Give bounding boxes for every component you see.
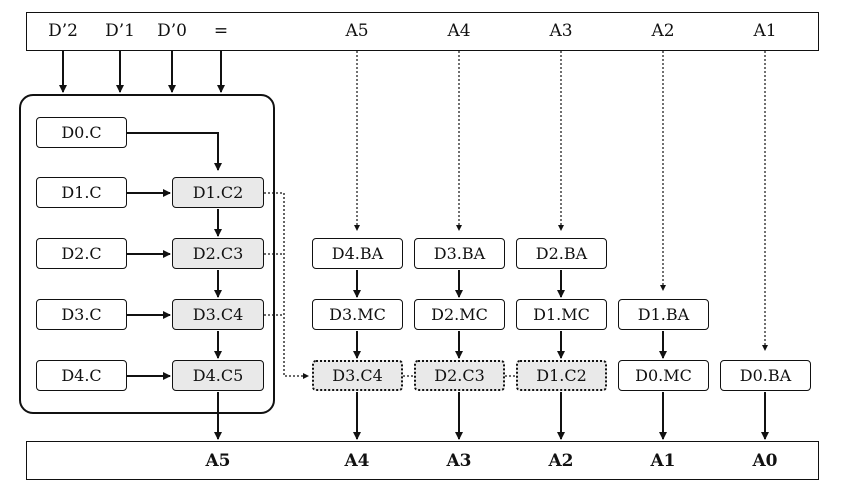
node-d4c: D4.C bbox=[36, 360, 127, 391]
node-out-d2c3: D2.C3 bbox=[414, 360, 505, 391]
top-label-d1: D’1 bbox=[105, 21, 135, 41]
node-d1c: D1.C bbox=[36, 177, 127, 208]
output-bar bbox=[26, 441, 819, 480]
node-d3c: D3.C bbox=[36, 299, 127, 330]
node-d2ba: D2.BA bbox=[516, 238, 607, 269]
node-d0mc: D0.MC bbox=[618, 360, 709, 391]
node-d0c: D0.C bbox=[36, 117, 127, 148]
carry-group bbox=[19, 94, 275, 414]
top-label-a5: A5 bbox=[345, 21, 369, 41]
top-label-a3: A3 bbox=[549, 21, 573, 41]
node-d4c5: D4.C5 bbox=[172, 360, 264, 391]
node-d4ba: D4.BA bbox=[312, 238, 403, 269]
bottom-label-a2: A2 bbox=[548, 451, 574, 471]
top-label-d2: D’2 bbox=[48, 21, 78, 41]
input-bar bbox=[26, 12, 819, 51]
node-d2mc: D2.MC bbox=[414, 299, 505, 330]
bottom-label-a1: A1 bbox=[650, 451, 676, 471]
top-label-d0: D’0 bbox=[157, 21, 187, 41]
node-d3mc: D3.MC bbox=[312, 299, 403, 330]
bottom-label-a4: A4 bbox=[344, 451, 370, 471]
node-d3c4: D3.C4 bbox=[172, 299, 264, 330]
node-out-d1c2: D1.C2 bbox=[516, 360, 607, 391]
node-d1mc: D1.MC bbox=[516, 299, 607, 330]
node-out-d3c4: D3.C4 bbox=[312, 360, 403, 391]
top-label-a4: A4 bbox=[447, 21, 471, 41]
top-label-eq: = bbox=[213, 21, 229, 41]
node-d2c: D2.C bbox=[36, 238, 127, 269]
node-d3ba: D3.BA bbox=[414, 238, 505, 269]
node-d2c3: D2.C3 bbox=[172, 238, 264, 269]
node-d1ba: D1.BA bbox=[618, 299, 709, 330]
node-d1c2: D1.C2 bbox=[172, 177, 264, 208]
top-label-a1: A1 bbox=[753, 21, 777, 41]
bottom-label-a3: A3 bbox=[446, 451, 472, 471]
node-d0ba: D0.BA bbox=[720, 360, 811, 391]
top-label-a2: A2 bbox=[651, 21, 675, 41]
bottom-label-a5: A5 bbox=[205, 451, 231, 471]
wire-d0c bbox=[127, 132, 222, 171]
bottom-label-a0: A0 bbox=[752, 451, 778, 471]
